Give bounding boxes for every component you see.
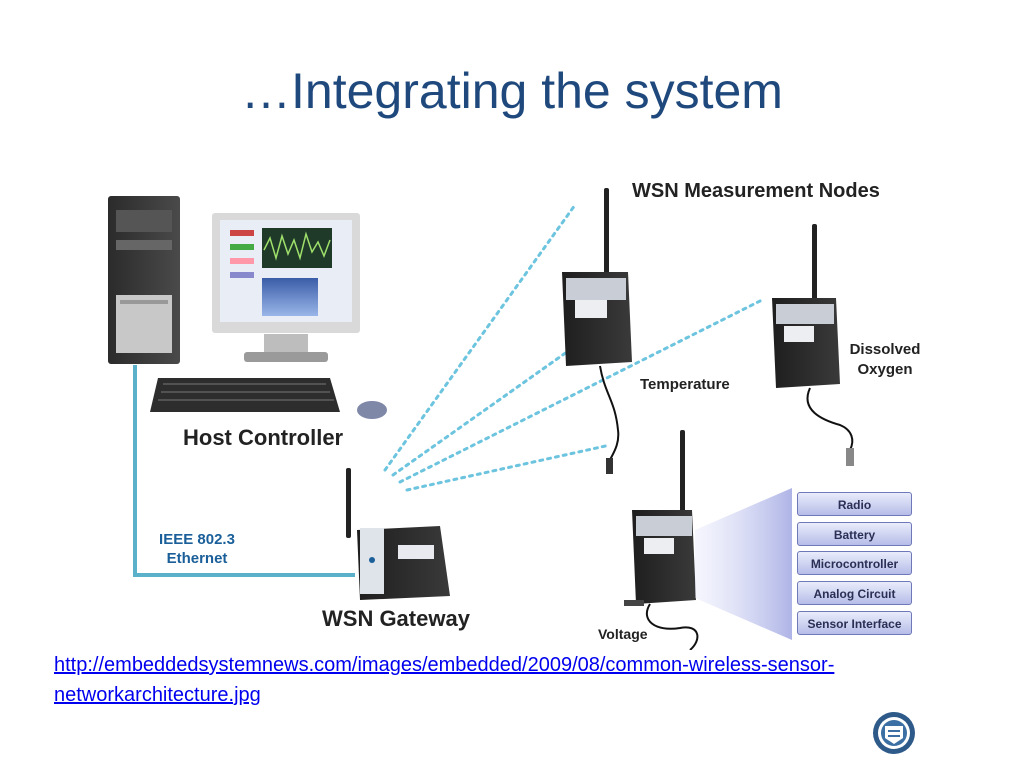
wsn-diagram xyxy=(108,188,854,650)
wsn-gateway-label: WSN Gateway xyxy=(322,606,470,631)
slide-title: …Integrating the system xyxy=(241,63,783,119)
voltage-node-icon xyxy=(624,430,699,650)
dissolved-oxygen-node-icon xyxy=(772,224,854,466)
wireless-signal-dots xyxy=(383,203,764,492)
pc-tower-icon xyxy=(108,196,180,364)
voltage-label: Voltage xyxy=(598,626,648,642)
microcontroller-block: Microcontroller xyxy=(797,551,912,575)
gateway-device-icon xyxy=(346,468,450,600)
source-url-link[interactable]: http://embeddedsystemnews.com/images/emb… xyxy=(54,654,835,706)
host-controller-label: Host Controller xyxy=(183,425,344,450)
analog-circuit-block: Analog Circuit xyxy=(797,581,912,605)
dissolved-oxygen-label: Dissolved Oxygen xyxy=(849,341,921,378)
mouse-icon xyxy=(357,401,387,419)
temperature-label: Temperature xyxy=(640,376,730,393)
monitor-icon xyxy=(212,213,360,362)
temperature-node-icon xyxy=(562,188,632,474)
ieee-ethernet-label: IEEE 802.3 Ethernet xyxy=(159,531,235,567)
measurement-nodes-label: WSN Measurement Nodes xyxy=(632,180,880,202)
ethernet-cable xyxy=(133,365,355,577)
radio-block: Radio xyxy=(797,492,912,516)
node-expansion-shape xyxy=(695,488,792,640)
battery-block: Battery xyxy=(797,522,912,546)
keyboard-icon xyxy=(150,378,340,412)
university-seal-icon xyxy=(873,712,915,754)
sensor-interface-block: Sensor Interface xyxy=(797,611,912,635)
